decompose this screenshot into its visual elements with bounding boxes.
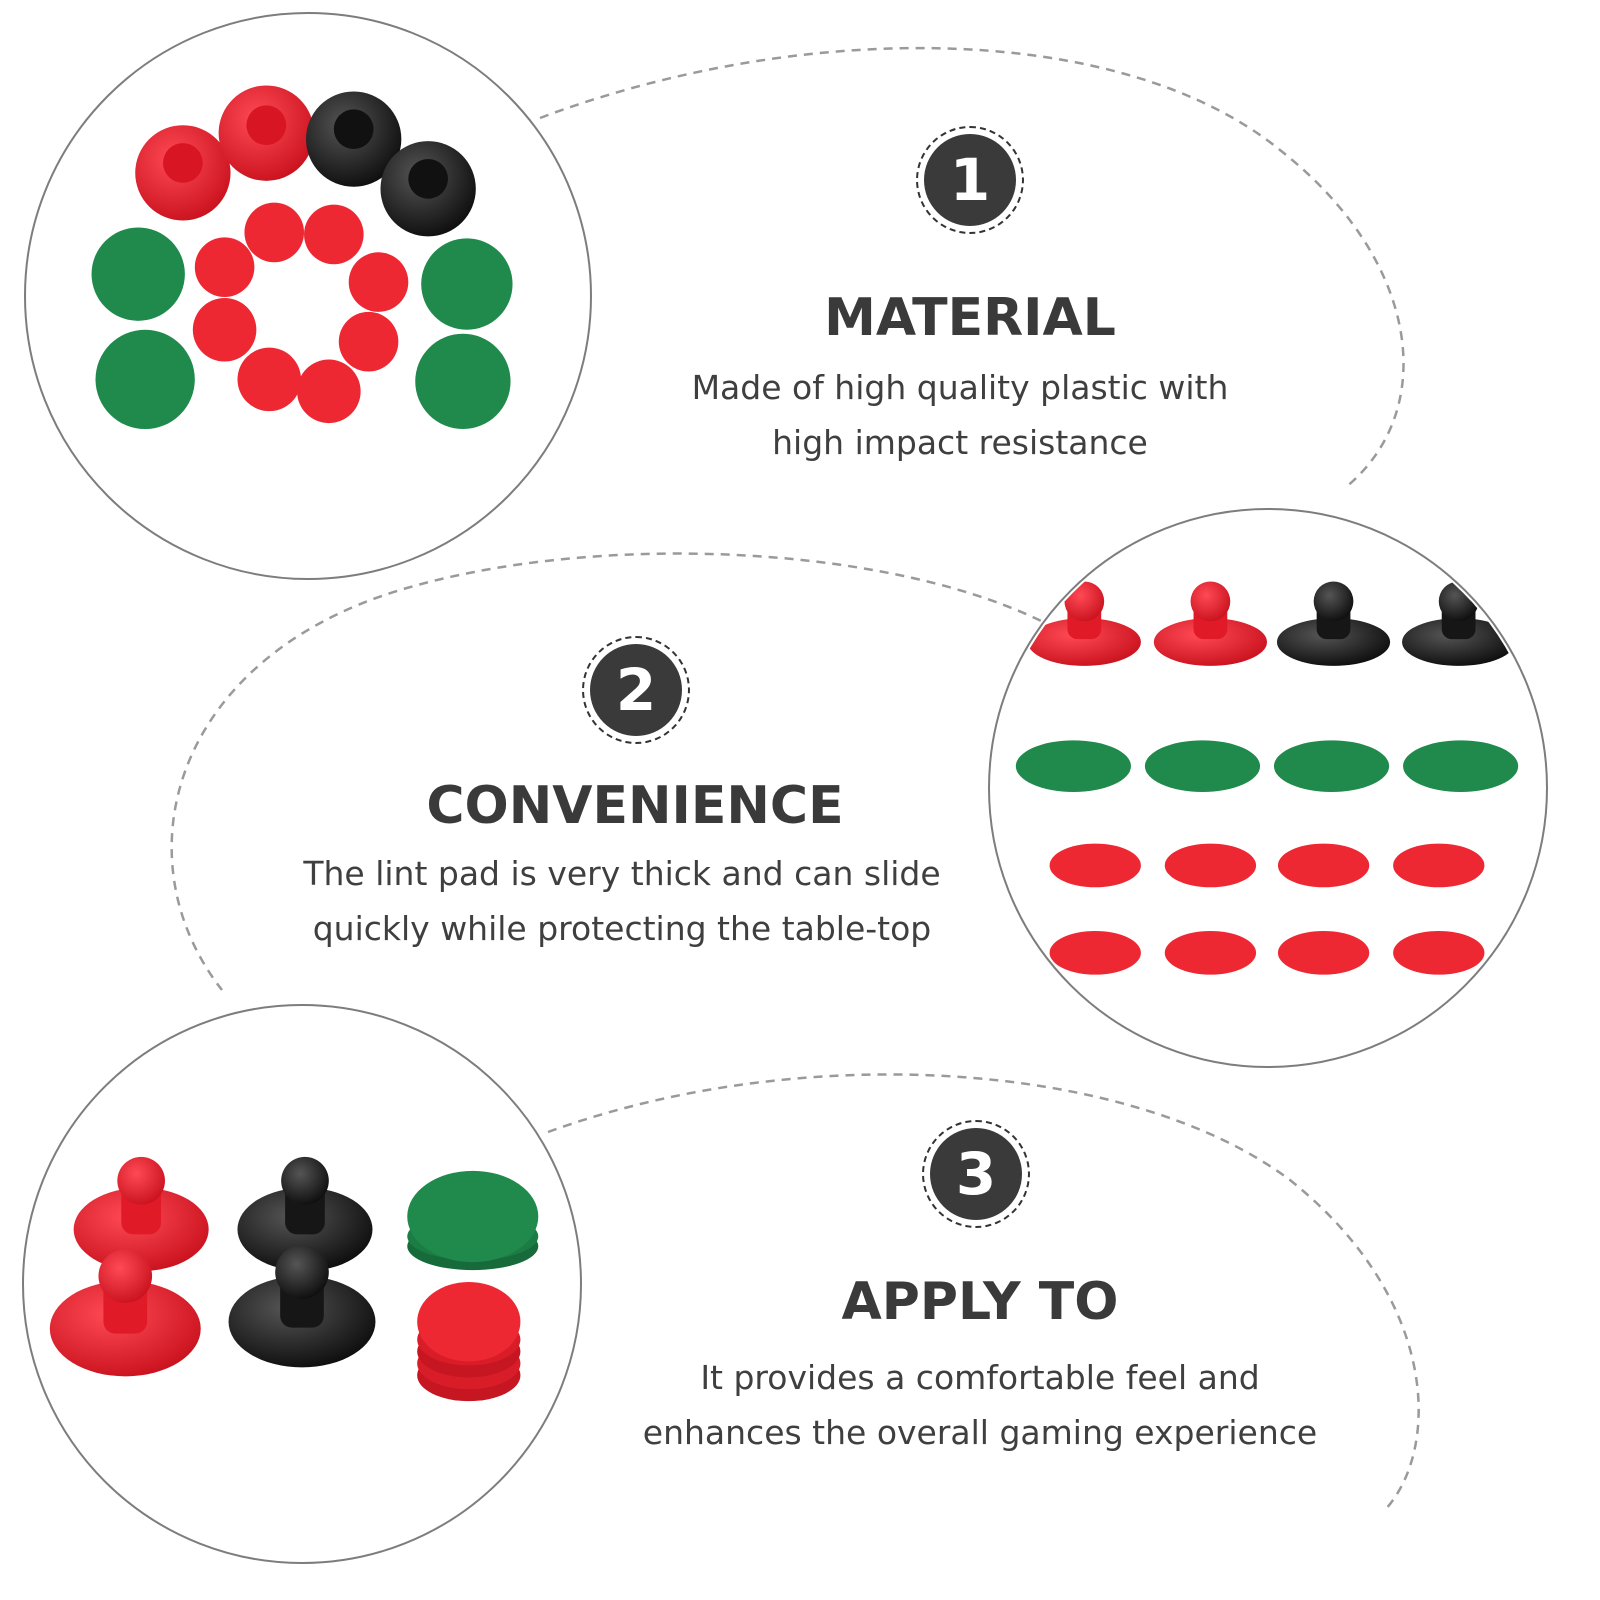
feature-desc-apply-to: It provides a comfortable feel and enhan…: [620, 1350, 1340, 1460]
step-number-2: 2: [590, 644, 682, 736]
feature-desc-convenience-line1: The lint pad is very thick and can slide: [303, 854, 941, 893]
feature-desc-material-line1: Made of high quality plastic with: [691, 368, 1229, 407]
pushers-pucks-pads-icon: [91, 85, 513, 430]
stacked-pushers-pucks-icon: [49, 1156, 539, 1402]
feature-desc-material-line2: high impact resistance: [772, 423, 1148, 462]
feature-desc-apply-to-line2: enhances the overall gaming experience: [642, 1413, 1318, 1452]
feature-title-material: MATERIAL: [824, 288, 1116, 348]
pushers-pucks-pads-grid-icon: [1015, 581, 1519, 975]
product-grid-circle: [988, 508, 1548, 1068]
feature-desc-material: Made of high quality plastic with high i…: [640, 360, 1280, 470]
dashed-arc-3: [547, 1073, 1420, 1511]
product-stacked-circle: [22, 1004, 582, 1564]
step-number-badge-2: 2: [582, 636, 690, 744]
feature-title-apply-to: APPLY TO: [841, 1272, 1119, 1332]
product-layout-circle: [24, 12, 592, 580]
step-number-badge-1: 1: [916, 126, 1024, 234]
step-number-3: 3: [930, 1128, 1022, 1220]
feature-desc-apply-to-line1: It provides a comfortable feel and: [700, 1358, 1260, 1397]
step-number-badge-3: 3: [922, 1120, 1030, 1228]
feature-desc-convenience: The lint pad is very thick and can slide…: [262, 846, 982, 956]
feature-desc-convenience-line2: quickly while protecting the table-top: [312, 909, 932, 948]
step-number-1: 1: [924, 134, 1016, 226]
feature-title-convenience: CONVENIENCE: [426, 776, 844, 836]
